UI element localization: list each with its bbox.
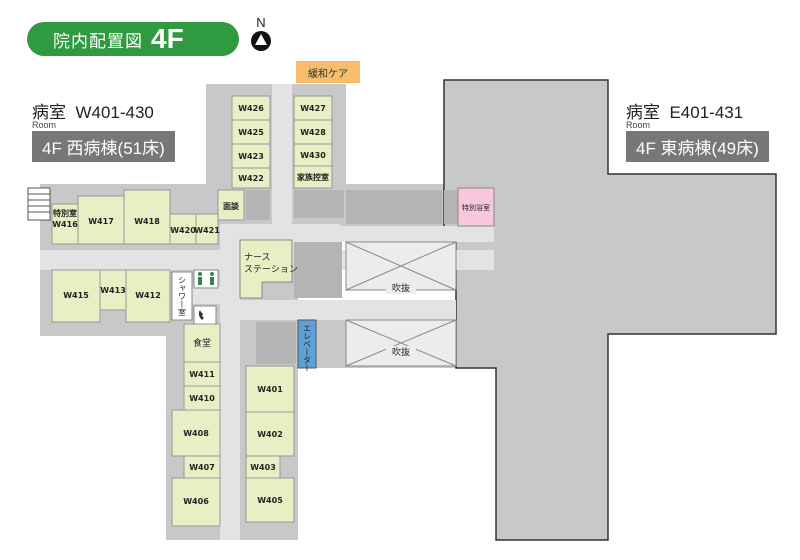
- room-w407: W407: [189, 463, 215, 472]
- room-w416: W416: [52, 220, 78, 229]
- shower-room: [171, 271, 193, 321]
- nurse-label-2: ステーション: [244, 264, 298, 275]
- east-wing-badge: 4F 東病棟(49床): [626, 131, 769, 162]
- room-w410: W410: [189, 394, 215, 403]
- room-w406: W406: [183, 497, 209, 506]
- dining-label: 食堂: [193, 337, 211, 349]
- west-wing-label: 病室 W401-430 Room 4F 西病棟(51床): [32, 98, 175, 162]
- west-room-range: W401-430: [75, 103, 154, 122]
- room-w425: W425: [238, 128, 264, 137]
- void-label-1: 吹抜: [392, 282, 410, 294]
- elevator: [297, 319, 317, 369]
- phone-icon: [193, 305, 217, 325]
- floor-title-text: 院内配置図: [53, 31, 143, 52]
- special-room-label: 特別室: [53, 208, 77, 218]
- room-w423: W423: [238, 152, 264, 161]
- utility-blocks: [246, 190, 458, 364]
- north-arrow-icon: [251, 31, 271, 51]
- room-w402: W402: [257, 430, 283, 439]
- room-w401: W401: [257, 385, 283, 394]
- room-w415: W415: [63, 291, 89, 300]
- nurse-station: [239, 239, 293, 299]
- room-w413: W413: [100, 286, 126, 295]
- room-w411: W411: [189, 370, 215, 379]
- room-w421: W421: [194, 226, 220, 235]
- floor-title: 院内配置図 4F: [27, 22, 239, 56]
- room-w408: W408: [183, 429, 209, 438]
- restroom-icons: [193, 269, 219, 289]
- room-w412: W412: [135, 291, 161, 300]
- interview-room: 面談: [223, 201, 240, 211]
- room-w403: W403: [250, 463, 276, 472]
- room-w427: W427: [300, 104, 326, 113]
- north-label: N: [256, 15, 266, 30]
- shower-label: シャワー室: [178, 276, 187, 316]
- family-room: 家族控室: [297, 172, 329, 182]
- room-w417: W417: [88, 217, 114, 226]
- palliative-care-label: 緩和ケア: [296, 61, 360, 83]
- west-room-en: Room: [32, 120, 57, 130]
- nurse-label-1: ナース: [244, 252, 271, 263]
- west-wing-badge: 4F 西病棟(51床): [32, 131, 175, 162]
- floor-number: 4F: [151, 23, 184, 54]
- special-bath: [457, 187, 495, 227]
- void-label-2: 吹抜: [392, 346, 410, 358]
- room-w422: W422: [238, 174, 264, 183]
- room-w426: W426: [238, 104, 264, 113]
- west-room-label: 病室: [32, 103, 66, 122]
- room-w430: W430: [300, 151, 326, 160]
- east-room-range: E401-431: [669, 103, 744, 122]
- room-w418: W418: [134, 217, 160, 226]
- east-wing-label: 病室 E401-431 Room 4F 東病棟(49床): [626, 98, 769, 162]
- elevator-label: エレベーター: [303, 324, 312, 372]
- void-area-1: [345, 241, 457, 294]
- room-w428: W428: [300, 128, 326, 137]
- room-w420: W420: [170, 226, 196, 235]
- stairs-icon: [27, 187, 51, 221]
- special-bath-label: 特別浴室: [462, 203, 490, 212]
- north-compass: N: [249, 16, 273, 51]
- void-area-2: [345, 319, 457, 367]
- room-w405: W405: [257, 496, 283, 505]
